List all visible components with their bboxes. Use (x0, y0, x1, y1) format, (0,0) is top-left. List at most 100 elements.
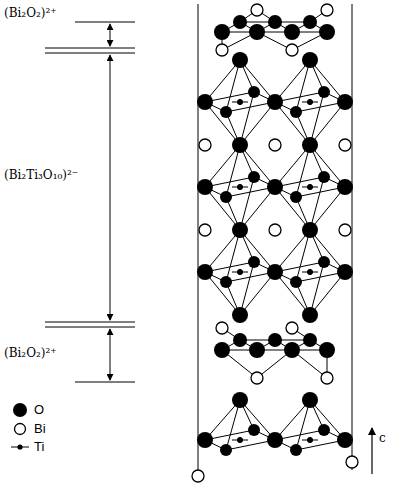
titanium-atom (237, 184, 242, 189)
legend-text: O (34, 402, 44, 418)
legend-symbol (17, 444, 22, 449)
bismuth-atom (192, 4, 358, 482)
dimension-arrow (110, 24, 111, 46)
bismuth-atom (216, 322, 228, 334)
oxygen-atom (303, 15, 317, 29)
oxygen-atom (303, 333, 317, 347)
dimension-arrow (110, 24, 111, 380)
bismuth-atom (321, 4, 333, 16)
oxygen-atom (318, 256, 330, 268)
titanium-atom (237, 437, 242, 442)
titanium-atom (232, 102, 318, 440)
bracket-line (45, 322, 135, 327)
oxygen-atom (220, 276, 232, 288)
bismuth-atom (269, 139, 281, 151)
oxygen-atom (232, 307, 248, 323)
oxygen-atom (268, 15, 282, 29)
bismuth-atom (286, 44, 298, 56)
bismuth-atom (269, 224, 281, 236)
oxygen-atom (232, 392, 248, 408)
oxygen-atom (318, 424, 330, 436)
oxygen-atom (302, 137, 318, 153)
oxygen-atom (337, 179, 353, 195)
oxygen-atom (290, 276, 302, 288)
oxygen-atom (197, 264, 213, 280)
oxygen-atom (290, 191, 302, 203)
oxygen-atom (197, 179, 213, 195)
oxygen-atom (197, 432, 213, 448)
bismuth-atom (199, 224, 211, 236)
oxygen-atom (220, 444, 232, 456)
oxygen-atom (248, 256, 260, 268)
bismuth-atom (321, 372, 333, 384)
titanium-atom (307, 269, 312, 274)
bracket-line (75, 381, 135, 382)
titanium-atom (237, 99, 242, 104)
oxygen-atom (337, 432, 353, 448)
oxygen-atom (220, 106, 232, 118)
bond-line (205, 60, 275, 145)
oxygen-atom (248, 86, 260, 98)
oxygen-atom (248, 171, 260, 183)
legend-text: Bi (34, 421, 46, 437)
layer-formula: (Bi₂Ti₃O₁₀)²⁻ (4, 168, 78, 182)
bismuth-atom (251, 4, 263, 16)
dimension-arrow (110, 55, 111, 320)
oxygen-atom (318, 86, 330, 98)
oxygen-atom (214, 24, 230, 40)
legend-symbol (13, 403, 27, 417)
oxygen-atom (302, 52, 318, 68)
bismuth-atom (216, 44, 228, 56)
bracket-line (45, 22, 135, 382)
bond-line (275, 60, 345, 145)
legend-text: Ti (34, 439, 44, 455)
oxygen-atom (220, 191, 232, 203)
oxygen-atom (232, 137, 248, 153)
oxygen-atom (319, 342, 335, 358)
oxygen-atom (197, 15, 353, 456)
layer-formula: (Bi₂O₂)²⁺ (4, 346, 57, 360)
oxygen-atom (233, 15, 247, 29)
bond-line (205, 400, 345, 450)
oxygen-atom (284, 342, 300, 358)
titanium-atom (307, 437, 312, 442)
oxygen-atom (290, 444, 302, 456)
axis-arrow (371, 428, 372, 474)
oxygen-atom (318, 171, 330, 183)
oxygen-atom (248, 424, 260, 436)
bond-line (222, 10, 327, 50)
layer-formula: (Bi₂O₂)²⁺ (4, 6, 57, 20)
bismuth-atom (199, 139, 211, 151)
bismuth-atom (286, 322, 298, 334)
bismuth-atom (251, 372, 263, 384)
oxygen-atom (232, 222, 248, 238)
bismuth-atom (339, 139, 351, 151)
legend-symbol (15, 424, 26, 435)
bismuth-atom (346, 456, 358, 468)
bracket-line (45, 48, 135, 53)
bismuth-atom (339, 224, 351, 236)
oxygen-atom (337, 264, 353, 280)
oxygen-atom (233, 333, 247, 347)
oxygen-atom (302, 392, 318, 408)
titanium-atom (307, 99, 312, 104)
bond-line (198, 4, 352, 470)
bond-line (275, 145, 345, 230)
oxygen-atom (302, 222, 318, 238)
oxygen-atom (267, 432, 283, 448)
axis-label: c (379, 431, 386, 445)
oxygen-atom (302, 307, 318, 323)
dimension-arrow (110, 329, 111, 380)
bond-line (205, 230, 275, 315)
bond-line (222, 328, 327, 378)
legend-symbol (11, 403, 29, 450)
titanium-atom (307, 184, 312, 189)
oxygen-atom (268, 333, 282, 347)
oxygen-atom (232, 52, 248, 68)
titanium-atom (232, 99, 318, 442)
oxygen-atom (267, 179, 283, 195)
oxygen-atom (214, 342, 230, 358)
bracket-line (75, 21, 135, 22)
